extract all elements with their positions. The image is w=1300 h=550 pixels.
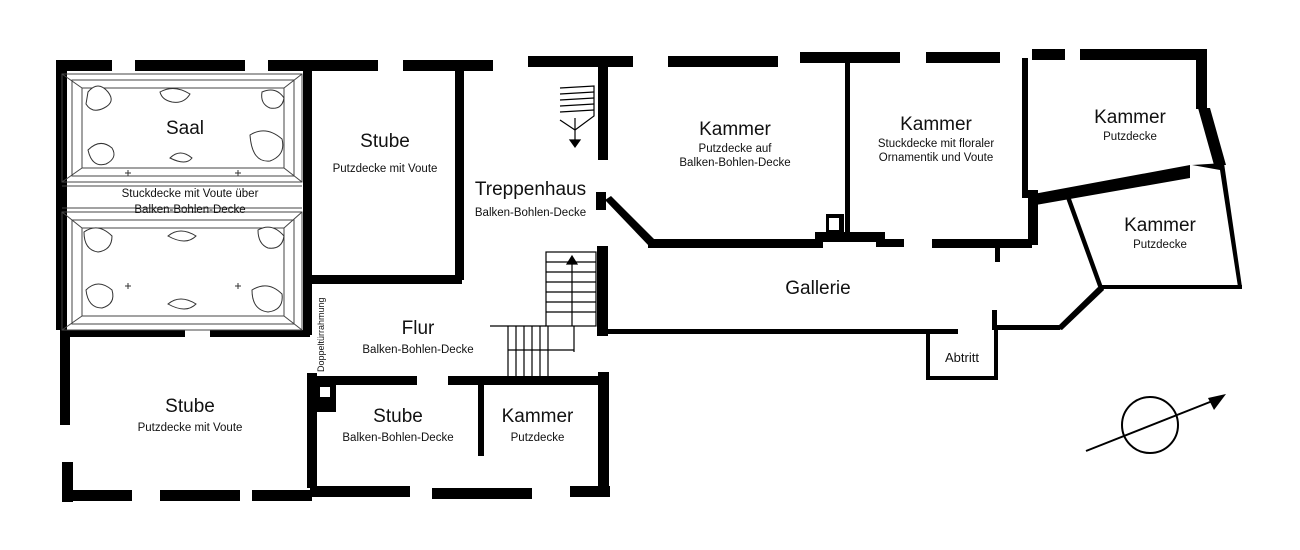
- ceiling-line-2: Balken-Bohlen-Decke: [134, 204, 246, 217]
- room-name: Stube: [373, 406, 423, 427]
- doppeltuer-label: Doppeltürrahmung: [316, 297, 326, 372]
- stairs-upper: [559, 85, 595, 149]
- ceiling-line-1: Stuckdecke mit Voute über: [121, 188, 259, 200]
- room-ceiling: Putzdecke: [1103, 130, 1157, 143]
- stairs-lower: [490, 251, 597, 376]
- room-kammer-bottom: Kammer Putzdecke: [490, 405, 585, 445]
- room-name: Kammer: [1094, 107, 1166, 128]
- room-ceiling: Putzdecke: [510, 431, 565, 444]
- north-arrow-icon: [1085, 394, 1226, 454]
- ceiling-line-2: Balken-Bohlen-Decke: [679, 157, 791, 170]
- chimney: [320, 387, 330, 397]
- room-ceiling: Balken-Bohlen-Decke: [362, 343, 474, 356]
- room-kammer-3: Kammer Putzdecke: [1080, 106, 1180, 144]
- room-stube-bottom-mid: Stube Balken-Bohlen-Decke: [336, 405, 460, 445]
- room-ceiling: Putzdecke mit Voute: [137, 421, 243, 434]
- saal-ceiling-note: Stuckdecke mit Voute über Balken-Bohlen-…: [92, 187, 288, 218]
- exterior-walls: [56, 49, 1226, 502]
- ceiling-line-1: Putzdecke auf: [698, 142, 772, 155]
- ceiling-line-2: Ornamentik und Voute: [878, 152, 994, 165]
- chimney-gallerie: [829, 218, 839, 230]
- room-name: Gallerie: [785, 278, 851, 299]
- room-stube-top: Stube Putzdecke mit Voute: [320, 130, 450, 176]
- stucco-ceiling-panels: [61, 73, 303, 331]
- room-name: Kammer: [699, 119, 771, 140]
- stucco-ornaments: [83, 85, 285, 313]
- ornament-crosses: [125, 170, 241, 289]
- room-kammer-2: Kammer Stuckdecke mit floraler Ornamenti…: [856, 113, 1016, 166]
- room-kammer-4: Kammer Putzdecke: [1110, 214, 1210, 252]
- room-name: Kammer: [1124, 215, 1196, 236]
- room-treppenhaus: Treppenhaus Balken-Bohlen-Decke: [468, 178, 593, 220]
- room-ceiling: Balken-Bohlen-Decke: [474, 206, 587, 219]
- room-kammer-1: Kammer Putzdecke auf Balken-Bohlen-Decke: [655, 118, 815, 171]
- room-name: Kammer: [501, 406, 574, 427]
- room-gallerie: Gallerie: [768, 277, 868, 301]
- room-abtritt: Abtritt: [945, 350, 979, 365]
- room-name: Treppenhaus: [474, 179, 587, 200]
- room-stube-bottom-left: Stube Putzdecke mit Voute: [120, 395, 260, 435]
- room-name: Stube: [360, 131, 410, 152]
- room-ceiling: Putzdecke mit Voute: [332, 162, 438, 175]
- room-name: Saal: [165, 118, 205, 139]
- room-flur: Flur Balken-Bohlen-Decke: [358, 317, 478, 357]
- room-name: Stube: [165, 396, 215, 417]
- room-ceiling: Balken-Bohlen-Decke: [342, 431, 454, 444]
- ceiling-line-1: Stuckdecke mit floraler: [877, 137, 995, 150]
- room-ceiling: Putzdecke: [1133, 238, 1187, 251]
- room-name: Flur: [401, 318, 435, 339]
- room-name: Kammer: [900, 114, 972, 135]
- room-saal: Saal: [160, 117, 210, 141]
